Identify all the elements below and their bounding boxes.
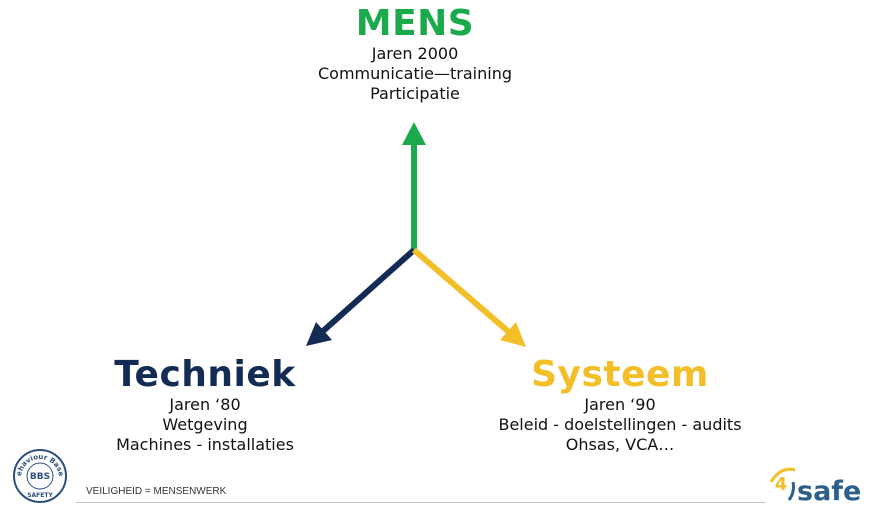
footer-slogan: VEILIGHEID = MENSENWERK (86, 486, 227, 497)
systeem-block: Systeem Jaren ‘90 Beleid - doelstellinge… (470, 355, 770, 455)
mens-block: MENS Jaren 2000 Communicatie—training Pa… (280, 4, 550, 104)
arrow-systeem-shaft (412, 247, 512, 336)
techniek-period: Jaren ‘80 (169, 395, 241, 414)
techniek-title: Techniek (114, 354, 296, 395)
systeem-period: Jaren ‘90 (584, 395, 656, 414)
arrow-techniek-shaft (320, 247, 416, 335)
mens-line-2: Participatie (370, 84, 460, 103)
mens-line-1: Communicatie—training (317, 64, 512, 83)
logo-word: safe (797, 476, 861, 504)
mens-title: MENS (355, 3, 475, 44)
4safe-logo: 4 safe (769, 467, 861, 504)
mens-period: Jaren 2000 (371, 44, 459, 63)
techniek-line-2: Machines - installaties (116, 435, 294, 454)
logo-number: 4 (775, 474, 788, 495)
systeem-title: Systeem (531, 354, 709, 395)
bbs-badge-logo: Behaviour Based BBS SAFETY (12, 448, 67, 503)
footer-divider (76, 502, 766, 503)
badge-center-text: BBS (30, 472, 50, 482)
techniek-line-1: Wetgeving (162, 415, 248, 434)
techniek-block: Techniek Jaren ‘80 Wetgeving Machines - … (70, 355, 340, 455)
systeem-line-2: Ohsas, VCA… (565, 435, 675, 454)
arrow-systeem-head (500, 322, 526, 347)
arrow-techniek-head (306, 322, 332, 346)
arrow-mens-head (402, 122, 426, 145)
badge-bottom-text: SAFETY (27, 492, 53, 499)
systeem-line-1: Beleid - doelstellingen - audits (498, 415, 742, 434)
